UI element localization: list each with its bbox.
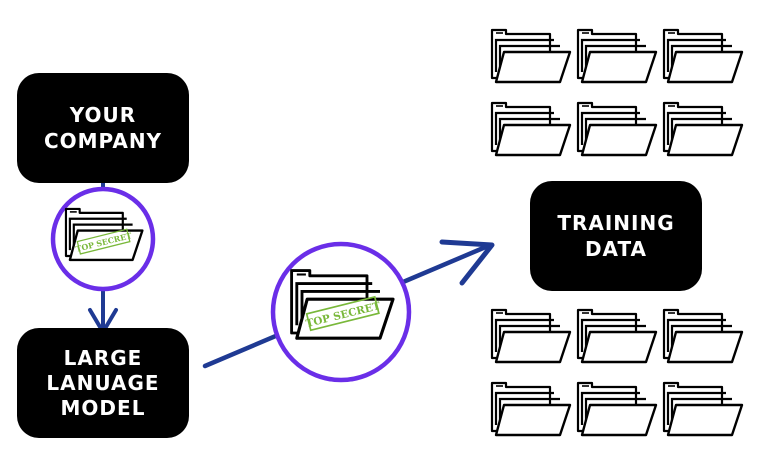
secret-folder-icon: TOP SECRET <box>64 207 144 262</box>
secret-folder-icon: TOP SECRET <box>290 269 395 340</box>
folder-icon <box>662 308 744 364</box>
training-data-box <box>530 181 702 291</box>
arrowhead-right <box>439 239 495 286</box>
company-label-line: YOUR <box>69 103 137 127</box>
folder-icon <box>576 28 658 84</box>
folder-icon <box>662 28 744 84</box>
folder-icon <box>490 381 572 437</box>
training-data-label: TRAINING DATA <box>530 181 702 291</box>
llm-label-line: LARGE <box>63 345 143 370</box>
folder-icon <box>576 308 658 364</box>
training-label-line: DATA <box>584 237 648 261</box>
company-box <box>17 73 189 183</box>
llm-label-line: MODEL <box>60 395 146 420</box>
folder-icon <box>490 101 572 157</box>
folder-icon <box>576 381 658 437</box>
folder-icon <box>662 381 744 437</box>
company-label-line: COMPANY <box>43 129 163 153</box>
training-label-line: TRAINING <box>557 211 675 235</box>
company-label: YOUR COMPANY <box>17 73 189 183</box>
folder-icon <box>662 101 744 157</box>
llm-label: LARGE LANUAGE MODEL <box>17 328 189 438</box>
folder-icon <box>576 101 658 157</box>
llm-label-line: LANUAGE <box>46 370 160 395</box>
folder-icon <box>490 308 572 364</box>
folder-icon <box>490 28 572 84</box>
llm-box <box>17 328 189 438</box>
